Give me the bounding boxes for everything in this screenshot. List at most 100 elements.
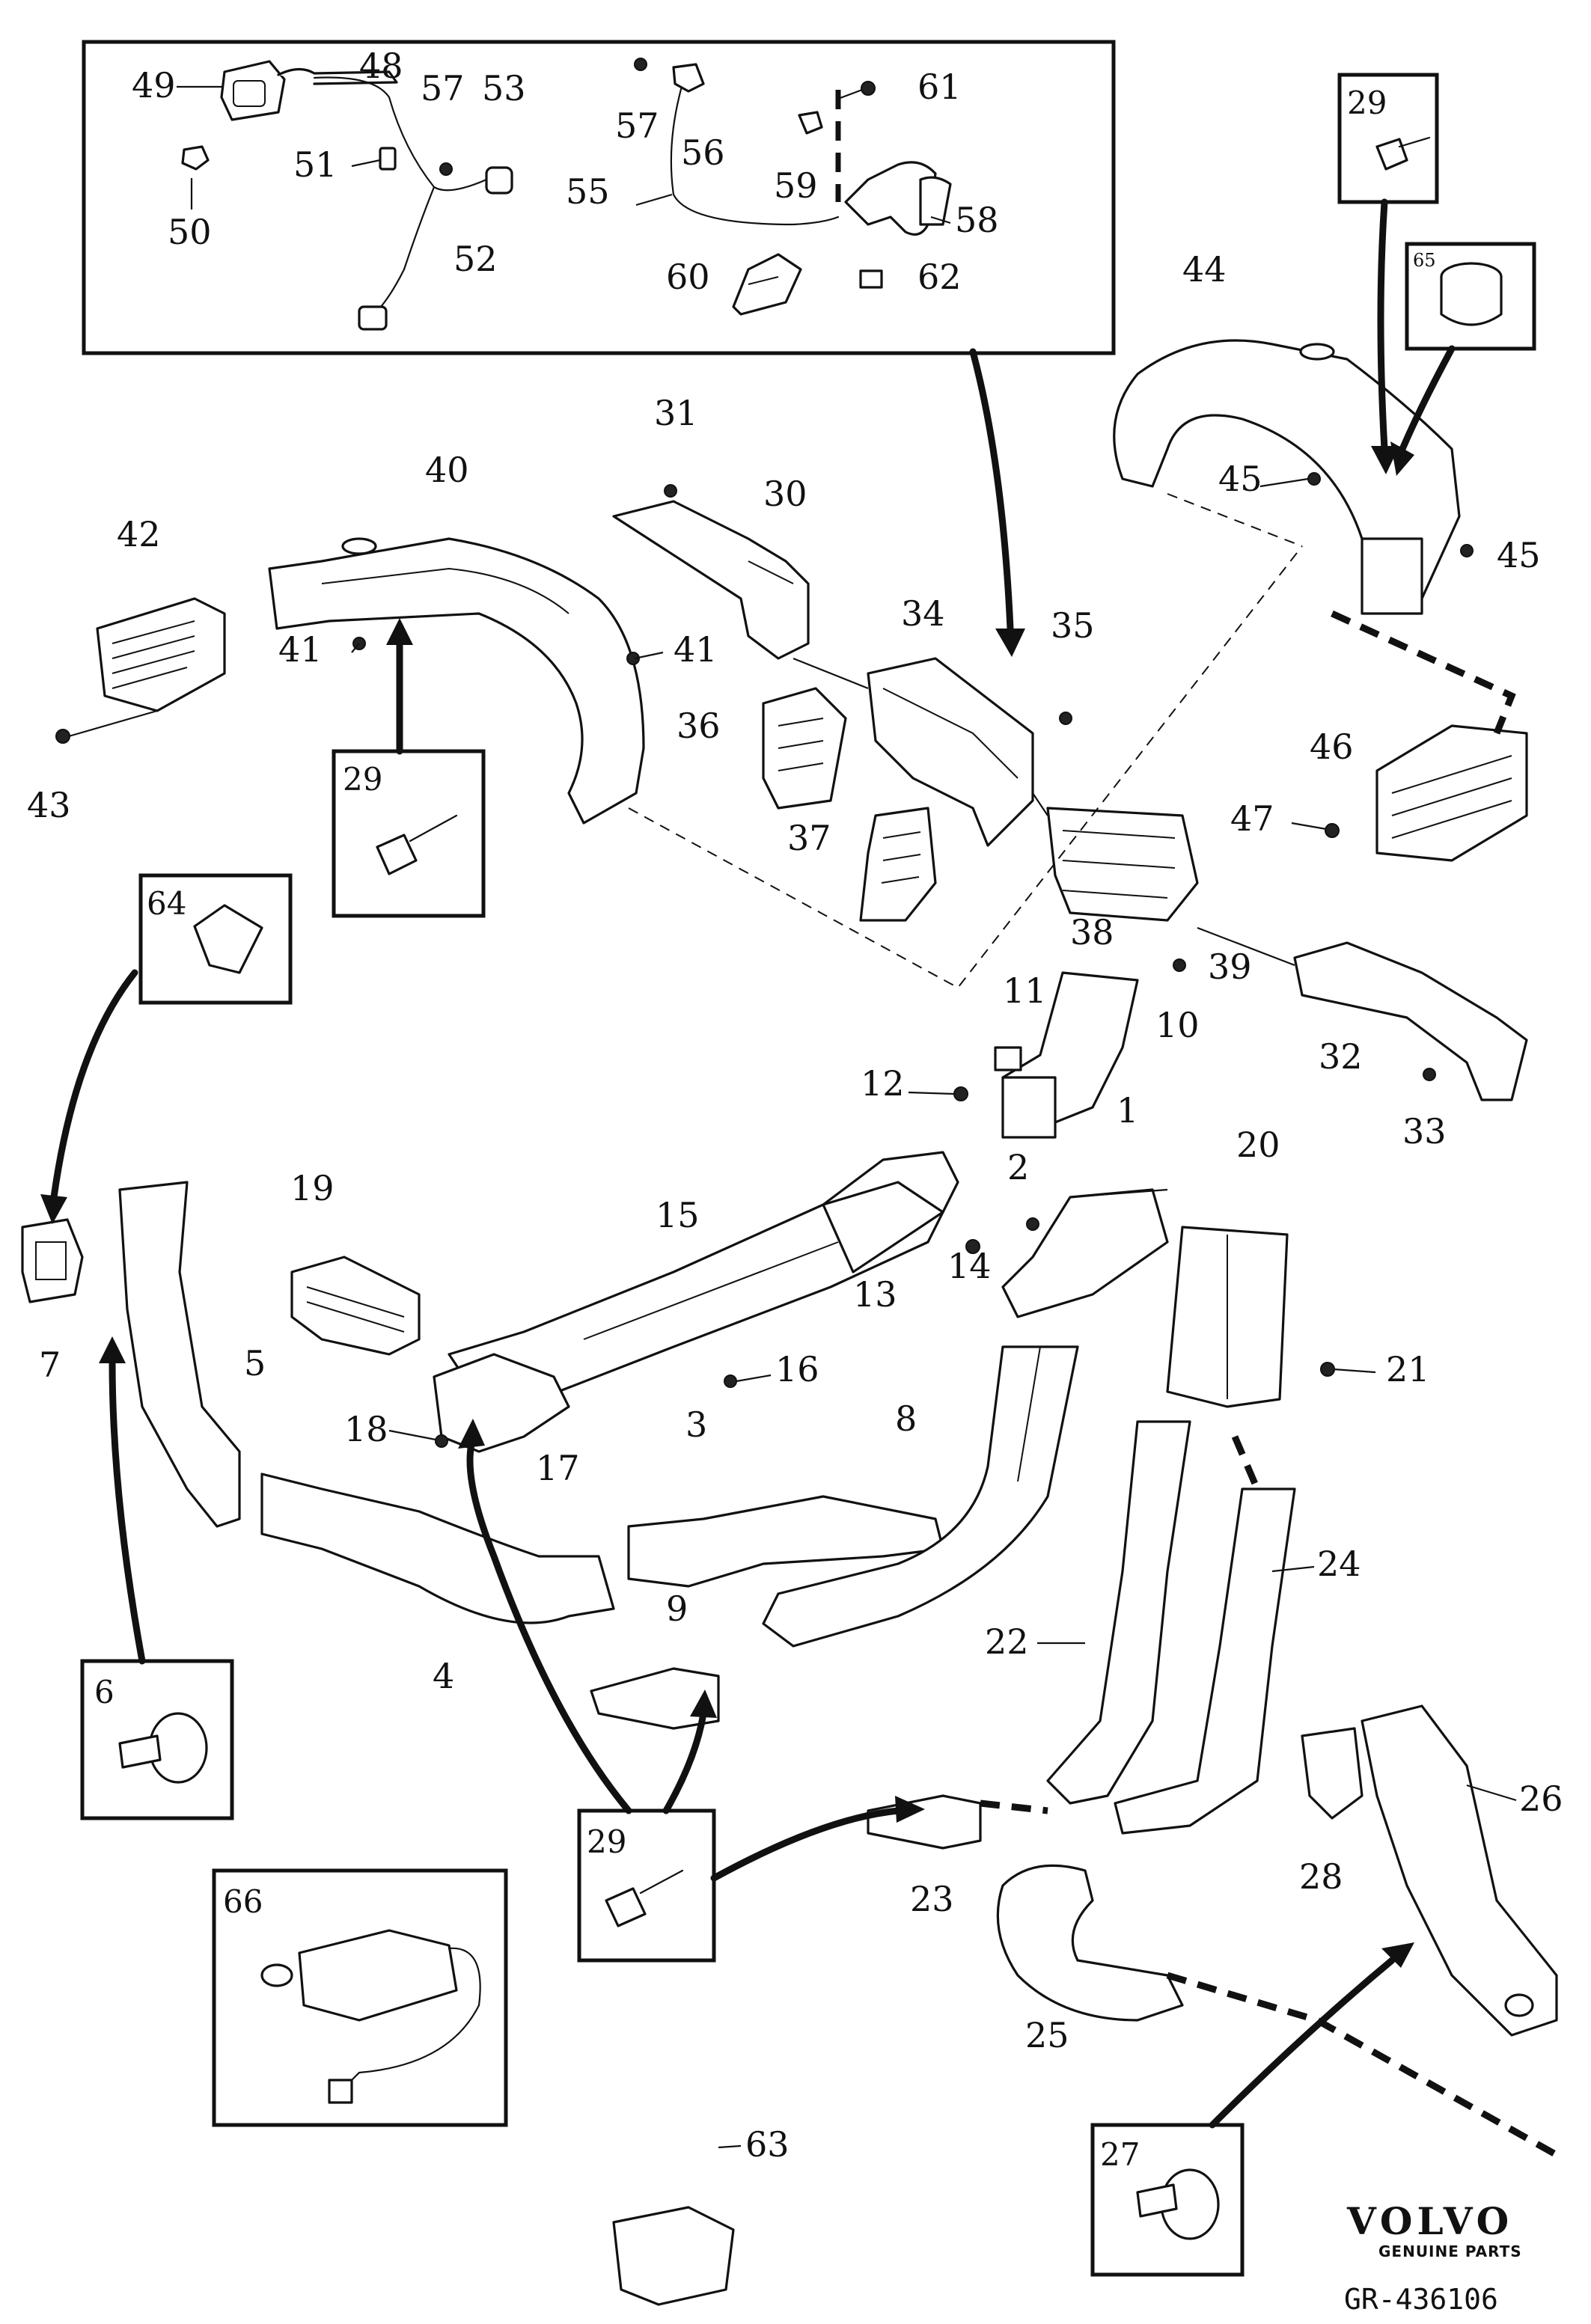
part-1-duct — [1001, 1188, 1169, 1318]
callout-29-top: 29 — [1347, 85, 1387, 121]
part-21-screw — [1320, 1362, 1335, 1377]
callout-48: 48 — [359, 46, 403, 86]
part-37-vent — [859, 807, 937, 922]
inset-box-29-top — [1337, 73, 1439, 204]
part-14-screw — [965, 1239, 980, 1254]
part-46-vent — [1375, 724, 1528, 862]
part-13-duct — [822, 1181, 944, 1273]
callout-55: 55 — [566, 171, 610, 212]
callout-6: 6 — [94, 1674, 114, 1710]
callout-61: 61 — [917, 67, 962, 107]
part-61-screw — [861, 81, 876, 96]
callout-21: 21 — [1386, 1349, 1430, 1389]
part-40-duct — [268, 537, 645, 825]
part-50-screw — [181, 145, 210, 171]
callout-10: 10 — [1155, 1005, 1200, 1045]
connection-lines — [628, 493, 1559, 2158]
callout-7: 7 — [39, 1345, 61, 1385]
part-19-vent — [290, 1256, 421, 1356]
callout-32: 32 — [1319, 1036, 1363, 1077]
part-63-pad — [612, 2206, 735, 2306]
part-18-screw — [435, 1434, 448, 1448]
callout-8: 8 — [895, 1398, 917, 1439]
callout-13: 13 — [853, 1274, 897, 1315]
callout-44: 44 — [1182, 249, 1227, 290]
inset-box-6 — [80, 1659, 234, 1820]
callout-49: 49 — [132, 65, 176, 106]
part-34-duct — [867, 657, 1034, 847]
part-25-duct — [996, 1864, 1184, 2022]
callout-37: 37 — [787, 818, 831, 858]
callout-16: 16 — [775, 1349, 819, 1389]
callout-66: 66 — [223, 1883, 263, 1920]
callout-60: 60 — [666, 257, 710, 297]
callout-19: 19 — [290, 1168, 335, 1208]
callout-62: 62 — [917, 257, 962, 297]
brand-name: VOLVO — [1346, 2199, 1513, 2243]
part-62-nut — [859, 269, 883, 289]
callout-38: 38 — [1070, 912, 1114, 952]
callout-52: 52 — [454, 239, 498, 279]
callout-41b: 41 — [674, 629, 718, 670]
callout-15: 15 — [656, 1195, 700, 1235]
part-31-screw — [664, 484, 677, 498]
part-59-screw — [798, 90, 841, 202]
callout-57b: 57 — [615, 106, 659, 146]
callout-26: 26 — [1519, 1779, 1563, 1819]
callout-12: 12 — [861, 1063, 905, 1104]
callout-35: 35 — [1051, 605, 1095, 646]
callout-53: 53 — [482, 68, 526, 108]
callout-labels: 49 48 57 53 51 50 52 57 56 55 59 61 58 6… — [27, 46, 1563, 2173]
callout-9: 9 — [666, 1588, 688, 1629]
callout-18: 18 — [344, 1409, 388, 1449]
callout-45a: 45 — [1218, 459, 1262, 499]
part-28-clip — [1301, 1727, 1364, 1820]
callout-27: 27 — [1100, 2136, 1140, 2173]
callout-40: 40 — [425, 450, 469, 490]
callout-41a: 41 — [278, 629, 323, 670]
callout-59: 59 — [774, 165, 818, 206]
part-57-screw — [439, 58, 647, 176]
part-8-duct — [762, 1345, 1079, 1648]
part-44-duct — [1113, 339, 1461, 615]
part-38-vent-frame — [1046, 807, 1199, 922]
part-5-duct — [118, 1181, 241, 1528]
callout-2: 2 — [1007, 1147, 1029, 1187]
callout-25: 25 — [1025, 2015, 1069, 2055]
part-23-diffuser — [867, 1794, 982, 1850]
part-12-screw — [953, 1086, 968, 1101]
callout-36: 36 — [677, 706, 721, 746]
part-20-duct — [1166, 1226, 1289, 1408]
callout-23: 23 — [910, 1879, 954, 1919]
part-47-screw — [1325, 823, 1340, 838]
callout-1: 1 — [1117, 1090, 1138, 1131]
part-22-duct — [1046, 1420, 1191, 1805]
callout-28: 28 — [1299, 1856, 1343, 1897]
drawing-number: GR-436106 — [1344, 2283, 1498, 2316]
part-30-duct — [612, 500, 810, 660]
inset-box-29-bottom — [577, 1808, 716, 1963]
callout-31: 31 — [654, 393, 698, 433]
callout-leaders — [177, 85, 1517, 2149]
inset-box-65 — [1405, 242, 1536, 351]
callout-45b: 45 — [1497, 535, 1541, 575]
callout-5: 5 — [244, 1343, 266, 1383]
part-39-screw — [1173, 958, 1186, 972]
callout-42: 42 — [117, 514, 161, 554]
part-43-screw — [55, 709, 158, 744]
callout-57a: 57 — [421, 68, 465, 108]
callout-50: 50 — [168, 212, 212, 252]
callout-20: 20 — [1236, 1125, 1280, 1165]
inset-box-27 — [1090, 2123, 1245, 2277]
callout-65: 65 — [1413, 250, 1436, 271]
callout-51: 51 — [293, 144, 338, 185]
callout-14: 14 — [947, 1246, 992, 1286]
part-4-duct — [260, 1473, 615, 1624]
part-32-duct — [1293, 941, 1528, 1101]
part-42-vent — [96, 597, 226, 712]
brand-tagline: GENUINE PARTS — [1378, 2242, 1522, 2260]
part-49-sensor-housing — [220, 60, 398, 121]
part-26-duct — [1361, 1704, 1558, 2037]
callout-17: 17 — [536, 1448, 580, 1488]
